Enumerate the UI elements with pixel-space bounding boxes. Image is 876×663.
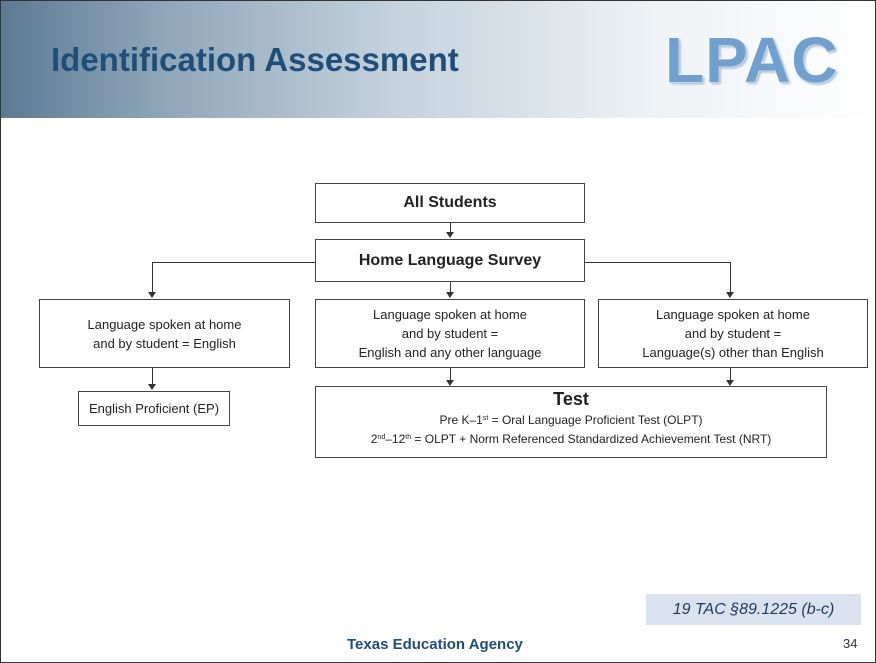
connector-survey-middle [450, 282, 451, 292]
english-proficient-label: English Proficient (EP) [88, 401, 220, 416]
lpac-logo: LPAC [665, 24, 839, 96]
english-and-other-line3: English and any other language [358, 345, 542, 360]
arrow-down-icon [148, 384, 156, 390]
arrow-down-icon [446, 380, 454, 386]
connector-survey-left [152, 262, 315, 263]
home-language-survey-box: Home Language Survey [315, 239, 585, 282]
connector-right-drop [730, 262, 731, 292]
arrow-down-icon [726, 292, 734, 298]
english-only-box: Language spoken at home and by student =… [39, 299, 290, 368]
header-banner [1, 1, 875, 118]
test-heading: Test [553, 389, 589, 409]
test-line-grades: 2nd–12th = OLPT + Norm Referenced Standa… [370, 432, 772, 446]
page-number: 34 [843, 636, 858, 651]
english-and-other-line1: Language spoken at home [373, 307, 527, 322]
test-box: Test Pre K–1st = Oral Language Proficien… [315, 386, 827, 458]
english-only-line1: Language spoken at home [87, 316, 242, 332]
connector-survey-right [585, 262, 730, 263]
test-line-prek: Pre K–1st = Oral Language Proficient Tes… [439, 413, 703, 427]
connector-left-to-ep [152, 368, 153, 384]
home-language-survey-label: Home Language Survey [358, 251, 542, 269]
other-language-box: Language spoken at home and by student =… [598, 299, 868, 368]
english-and-other-box: Language spoken at home and by student =… [315, 299, 585, 368]
connector-middle-to-test [450, 368, 451, 380]
connector-left-drop [152, 262, 153, 292]
arrow-down-icon [726, 380, 734, 386]
arrow-down-icon [446, 232, 454, 238]
english-proficient-box: English Proficient (EP) [78, 391, 230, 426]
citation-text: 19 TAC §89.1225 (b-c) [672, 600, 835, 618]
all-students-label: All Students [403, 194, 497, 211]
footer-organization: Texas Education Agency [347, 636, 523, 653]
english-and-other-line2: and by student = [401, 326, 499, 341]
other-language-line1: Language spoken at home [656, 307, 810, 322]
slide-title: Identification Assessment [51, 41, 459, 78]
arrow-down-icon [148, 292, 156, 298]
arrow-down-icon [446, 292, 454, 298]
english-only-line2: and by student = English [93, 335, 236, 351]
connector-all-to-survey [450, 223, 451, 233]
all-students-box: All Students [315, 183, 585, 223]
connector-right-to-test [730, 368, 731, 380]
citation-box: 19 TAC §89.1225 (b-c) [646, 594, 861, 625]
other-language-line2: and by student = [684, 326, 782, 341]
other-language-line3: Language(s) other than English [642, 345, 824, 360]
